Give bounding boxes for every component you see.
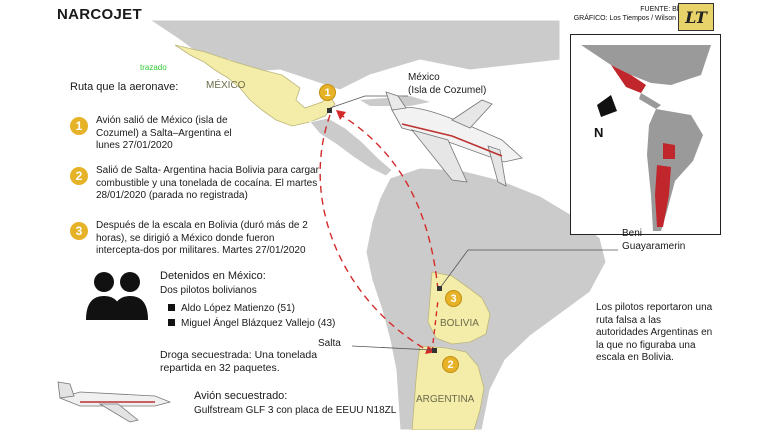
- detained-subtitle: Dos pilotos bolivianos: [160, 285, 257, 296]
- drug-text: Una tonelada repartida en 32 paquetes.: [160, 349, 318, 374]
- step-2-number-icon: 2: [70, 167, 88, 185]
- step-2-text: Salió de Salta- Argentina hacia Bolivia …: [96, 165, 319, 201]
- route-title: Ruta que la aeronave:: [70, 81, 179, 93]
- bolivia-land: [427, 271, 491, 345]
- pin-2: 2: [442, 356, 459, 373]
- label-bolivia: BOLIVIA: [440, 318, 479, 329]
- page-title: NARCOJET: [57, 6, 142, 23]
- label-salta: Salta: [318, 338, 341, 349]
- central-america-land: [309, 117, 393, 177]
- label-mexico: MÉXICO: [206, 80, 246, 91]
- note-text: Los pilotos reportaron una ruta falsa a …: [596, 302, 713, 363]
- detained-name-2: Miguel Ángel Blázquez Vallejo (43): [168, 318, 335, 331]
- newspaper-logo: LT: [678, 3, 714, 31]
- plane-text: Gulfstream GLF 3 con placa de EEUU N18ZL: [194, 405, 397, 416]
- source-credit: FUENTE: Bloomberg: [640, 6, 706, 13]
- label-argentina: ARGENTINA: [416, 394, 475, 405]
- mexico-land: [174, 44, 336, 127]
- pin-3: 3: [445, 290, 462, 307]
- step-1: 1 Avión salió de México (isla de Cozumel…: [70, 115, 250, 153]
- drug-label: Droga secuestrada:: [160, 349, 252, 361]
- label-cozumel: México (Isla de Cozumel): [408, 72, 487, 96]
- north-label: N: [594, 125, 603, 140]
- marker-cozumel: [327, 108, 332, 113]
- inset-map-drawing: N: [581, 45, 711, 231]
- step-2: 2 Salió de Salta- Argentina hacia Bolivi…: [70, 165, 320, 203]
- route-bolivia-mexico: [335, 111, 439, 291]
- detained-name-1: Aldo López Matienzo (51): [168, 303, 295, 316]
- callout-salta: [351, 345, 433, 351]
- inset-map: N: [570, 34, 721, 235]
- plane-label: Avión secuestrado:: [194, 390, 288, 402]
- graphic-credit: GRÁFICO: Los Tiempos / Wilson Cahuaya: [573, 15, 706, 22]
- small-jet-illustration: [57, 381, 172, 423]
- step-3-text: Después de la escala en Bolivia (duró má…: [96, 220, 308, 256]
- detained-title: Detenidos en México:: [160, 270, 266, 282]
- route-mexico-salta: [319, 114, 431, 353]
- detainees-icon: [86, 272, 148, 320]
- label-beni: Beni Guayaramerin: [622, 228, 686, 252]
- drug-info: Droga secuestrada: Una tonelada repartid…: [160, 349, 345, 374]
- step-1-number-icon: 1: [70, 117, 88, 135]
- traced-label: trazado: [140, 63, 167, 72]
- argentina-land: [411, 345, 485, 430]
- step-3: 3 Después de la escala en Bolivia (duró …: [70, 220, 320, 258]
- bullet-icon: [168, 304, 175, 311]
- callout-beni: [439, 249, 618, 289]
- route-arrow-head-mexico: [336, 110, 346, 120]
- bullet-icon: [168, 319, 175, 326]
- jet-illustration: [385, 91, 523, 187]
- marker-beni: [437, 286, 442, 291]
- step-1-text: Avión salió de México (isla de Cozumel) …: [96, 115, 232, 151]
- step-3-number-icon: 3: [70, 222, 88, 240]
- pin-1: 1: [319, 84, 336, 101]
- marker-salta: [432, 348, 437, 353]
